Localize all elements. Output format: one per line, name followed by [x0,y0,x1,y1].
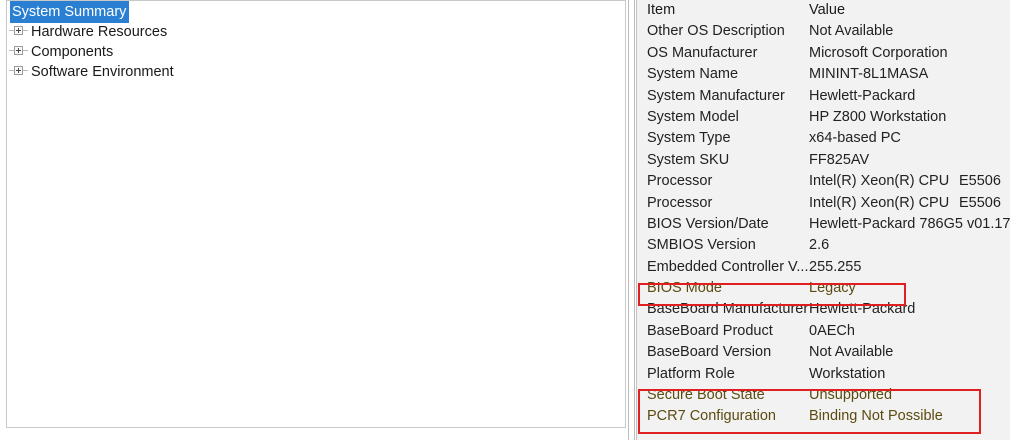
row-value: Binding Not Possible [809,408,943,425]
list-column-header: Item Value [637,0,1010,21]
panel-splitter[interactable] [628,0,636,440]
list-row[interactable]: Embedded Controller V...255.255 [637,257,1010,278]
tree-item-system-summary[interactable]: System Summary [7,1,625,23]
list-row[interactable]: BIOS Version/Date Hewlett-Packard 786G5 v… [637,214,1010,235]
row-item-label: Other OS Description [647,23,785,40]
list-row[interactable]: Processor Intel(R) Xeon(R) CPU E5506 [637,171,1010,192]
row-value-extra: E5506 [959,173,1001,190]
splitter-line-right [634,0,635,440]
row-item-label: BIOS Mode [647,280,722,297]
list-row[interactable]: Processor Intel(R) Xeon(R) CPU E5506 [637,193,1010,214]
row-item-label: BaseBoard Version [647,344,772,361]
row-value: 255.255 [809,258,862,275]
tree-connector-left [9,50,14,51]
list-row[interactable]: System Name MININT-8L1MASA [637,64,1010,85]
row-item-label: System Type [647,130,731,147]
list-row[interactable]: Other OS Description Not Available [637,21,1010,42]
row-value: Not Available [809,23,894,40]
row-item-label: Platform Role [647,365,735,382]
tree-connector-left [9,30,14,31]
plus-expander-icon[interactable] [14,66,23,75]
row-item-label: Secure Boot State [647,387,765,404]
row-value: Unsupported [809,387,893,404]
row-item-label: BaseBoard Manufacturer [647,301,809,318]
row-value: Intel(R) Xeon(R) CPU [809,194,950,211]
row-item-label: SMBIOS Version [647,237,756,254]
row-item-label: PCR7 Configuration [647,408,776,425]
row-item-label: Processor [647,173,713,190]
row-value: MININT-8L1MASA [809,66,929,83]
row-item-label: System Manufacturer [647,87,785,104]
list-row[interactable]: SMBIOS Version 2.6 [637,235,1010,256]
row-item-label: System Model [647,108,739,125]
row-value: Intel(R) Xeon(R) CPU [809,173,950,190]
row-item-label: Embedded Controller V... [647,258,809,275]
row-value: Hewlett-Packard 786G5 v01.17, 8/ [809,215,1010,232]
tree-connector-left [9,70,14,71]
row-value: Hewlett-Packard [809,301,916,318]
list-row[interactable]: PCR7 Configuration Binding Not Possible [637,406,1010,427]
tree-item-hardware-resources[interactable]: Hardware Resources [7,21,625,41]
tree-item-software-environment[interactable]: Software Environment [7,61,625,81]
row-value: Legacy [809,280,856,297]
list-row[interactable]: OS Manufacturer Microsoft Corporation [637,43,1010,64]
row-value: FF825AV [809,151,870,168]
row-value: Microsoft Corporation [809,44,948,61]
row-item-label: System SKU [647,151,730,168]
splitter-line-left [628,0,629,440]
row-item-label: OS Manufacturer [647,44,758,61]
list-row[interactable]: BaseBoard Version Not Available [637,342,1010,363]
tree-connector-right [23,50,28,51]
list-row[interactable]: BaseBoard Product 0AECh [637,321,1010,342]
list-row[interactable]: System Type x64-based PC [637,128,1010,149]
list-row[interactable]: System Manufacturer Hewlett-Packard [637,86,1010,107]
row-value-extra: E5506 [959,194,1001,211]
row-value: x64-based PC [809,130,901,147]
list-row[interactable]: Platform Role Workstation [637,364,1010,385]
tree-item-label: System Summary [10,1,130,23]
column-header-item: Item [647,2,676,18]
tree-connector-right [23,30,28,31]
row-item-label: BIOS Version/Date [647,215,769,232]
list-row[interactable]: Secure Boot State Unsupported [637,385,1010,406]
tree-item-components[interactable]: Components [7,41,625,61]
row-item-label: Processor [647,194,713,211]
plus-expander-icon[interactable] [14,46,23,55]
row-value: Hewlett-Packard [809,87,916,104]
row-item-label: BaseBoard Product [647,322,773,339]
plus-expander-icon[interactable] [14,26,23,35]
row-value: Not Available [809,344,894,361]
row-item-label: System Name [647,66,739,83]
row-value: 2.6 [809,237,830,254]
list-row[interactable]: BIOS Mode Legacy [637,278,1010,299]
list-row[interactable]: System SKU FF825AV [637,150,1010,171]
row-value: HP Z800 Workstation [809,108,947,125]
row-value: Workstation [809,365,886,382]
column-header-value: Value [809,2,846,18]
tree-item-label: Hardware Resources [31,24,168,40]
tree-item-label: Software Environment [31,64,174,80]
row-value: 0AECh [809,322,855,339]
tree-connector-right [23,70,28,71]
list-row[interactable]: System Model HP Z800 Workstation [637,107,1010,128]
tree-item-label: Components [31,44,114,60]
